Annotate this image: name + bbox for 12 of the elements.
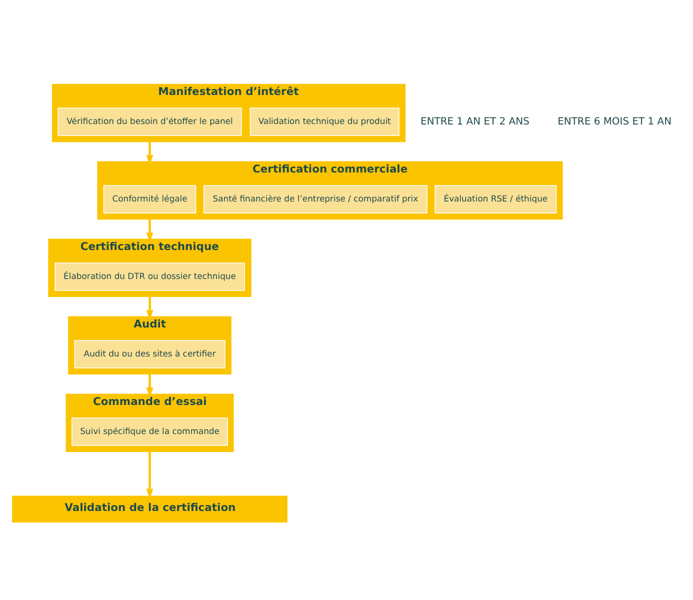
label: ENTRE 1 AN ET 2 ANS [420, 116, 530, 127]
arrow [146, 451, 154, 498]
label: ENTRE 6 MOIS ET 1 AN [558, 116, 672, 127]
node-box: Santé financière de l’entreprise / comparatif prix [203, 184, 428, 213]
node-box: Suivi spécifique de la commande [72, 416, 228, 446]
node-box: Vérification du besoin d’étoffer le panel [58, 107, 242, 136]
node-box: Élaboration du DTR ou dossier technique [54, 262, 245, 290]
node-box: Conformité légale [103, 184, 196, 213]
node-box: Évaluation RSE / éthique [434, 184, 557, 213]
node-box: Audit du ou des sites à certifier [74, 340, 226, 368]
node-box: Validation technique du produit [250, 107, 400, 136]
node-box: Validation de la certification [11, 494, 288, 523]
